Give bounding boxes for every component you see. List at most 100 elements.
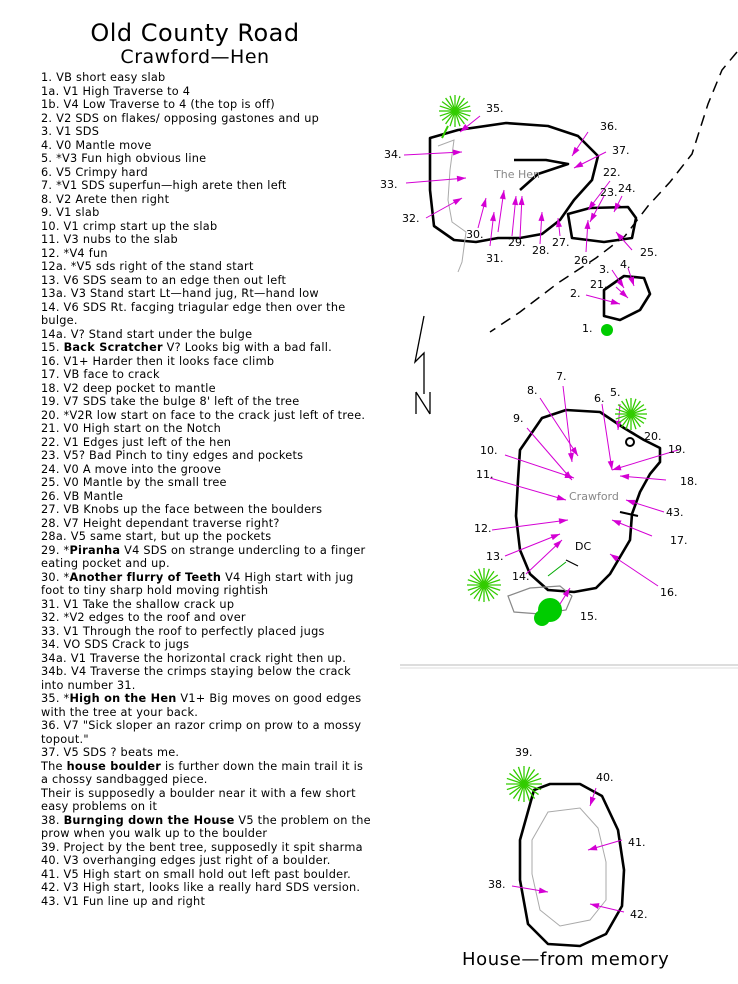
hen-name: The Hen [493,168,540,181]
problem-item: 7. *V1 SDS superfun—high arete then left [41,179,287,192]
route-arrow [615,403,622,431]
route-arrow [587,839,623,851]
problem-item: 32. *V2 edges to the roof and over [41,611,246,624]
route-arrow [562,385,574,463]
problem-item: 3. V1 SDS [41,125,100,138]
problem-item: 11. V3 nubs to the slab [41,233,178,246]
crawford-number: 10. [480,444,498,457]
route-arrow [497,189,506,233]
problem-item: 1. VB short easy slab [41,71,166,84]
crawford-number: 6. [594,392,605,405]
route-arrow [504,454,575,479]
crawford-number: 19. [668,443,686,456]
crawford-boulder [514,408,662,594]
problem-item: 25. V0 Mantle by the small tree [41,476,227,489]
crawford-small-boulder [507,585,573,626]
crawford-number: 14. [512,570,530,583]
hen-number: 27. [552,236,570,249]
problem-item: 9. V1 slab [41,206,100,219]
crawford-number: 20. [644,430,662,443]
tree-icon [615,398,647,430]
route-arrow [571,131,589,157]
route-arrow [405,175,467,184]
problem-item: 37. V5 SDS ? beats me. [41,746,180,759]
route-arrow [525,539,563,575]
problem-item: 34a. V1 Traverse the horizontal crack ri… [41,651,347,665]
route-arrow [511,885,549,894]
problem-item: 43. V1 Fun line up and right [41,894,206,908]
hen-number: 22. [603,166,621,179]
route-arrow [403,149,463,156]
route-arrow [489,477,567,501]
crawford-number: 7. [556,370,567,383]
problem-item: 30. *Another flurry of Teeth V4 High sta… [41,570,354,598]
problem-item: 14a. V? Stand start under the bulge [41,327,253,341]
problem-item: 5. *V3 Fun high obvious line [41,152,207,165]
problem-item: 35. *High on the Hen V1+ Big moves on go… [41,692,362,719]
route-arrow [584,219,591,253]
north-arrow [413,315,431,415]
problem-item: 34b. V4 Traverse the crimps staying belo… [41,665,351,692]
house-number: 42. [630,908,648,921]
tree-symbols [439,95,647,802]
hen-number: 3. [599,263,610,276]
problem-item: 18. V2 deep pocket to mantle [41,381,216,395]
hen-number: 24. [618,182,636,195]
map-title: Old County Road [90,19,300,47]
problem-item: 39. Project by the bent tree, supposedly… [41,840,363,854]
problem-item: 42. V3 High start, looks like a really h… [41,881,361,894]
problem-item: 1a. V1 High Traverse to 4 [41,84,191,98]
problem-item: 10. V1 crimp start up the slab [41,219,218,233]
crawford-route-arrows [489,385,679,605]
crawford-name: Crawford [569,490,619,503]
hen-number: 35. [486,102,504,115]
bush-1 [601,324,613,336]
map-subtitle: Crawford—Hen [120,46,270,68]
problem-item: 4. V0 Mantle move [41,138,152,152]
problem-item: 26. VB Mantle [41,489,124,503]
problem-item: 6. V5 Crimpy hard [41,165,148,179]
house-number: 39. [515,746,533,759]
hen-number: 29. [508,236,526,249]
route-arrow [504,533,561,557]
problem-item: 34. VO SDS Crack to jugs [41,638,190,651]
problem-item: 40. V3 overhanging edges just right of a… [41,854,331,867]
route-arrow [425,197,463,219]
house-number: 41. [628,836,646,849]
hen-number: 30. [466,228,484,241]
problem-item: 17. VB face to crack [41,368,160,381]
route-arrow [609,553,659,587]
route-arrow [587,180,611,211]
hen-number: 21. [590,278,608,291]
problem-item: 13a. V3 Stand start Lt—hand jug, Rt—hand… [41,287,319,300]
problem-item: 20. *V2R low start on face to the crack … [41,408,366,422]
house-number: 38. [488,878,506,891]
route-arrow [589,903,625,913]
problem-item: 19. V7 SDS take the bulge 8' left of the… [41,395,300,408]
route-arrow [611,269,625,289]
route-arrow [627,267,635,287]
problem-item: 22. V1 Edges just left of the hen [41,435,232,449]
problem-item: 31. V1 Take the shallow crack up [41,597,235,611]
crawford-number: 12. [474,522,492,535]
hen-number: 32. [402,212,420,225]
tree-trunk [441,125,449,139]
route-arrow [573,151,607,169]
lower-boulder [602,274,652,322]
main-trail [489,51,738,333]
problem-item: 1b. V4 Low Traverse to 4 (the top is off… [41,98,275,111]
crawford-number: 9. [513,412,524,425]
tree-icon [467,568,501,602]
route-arrow [491,518,569,531]
route-arrow [615,231,633,251]
problem-item: 36. V7 "Sick sloper an razor crimp on pr… [41,719,362,746]
house-boulder [518,782,626,948]
hen-boulder [428,121,600,273]
hen-number: 25. [640,246,658,259]
hen-number: 31. [486,252,504,265]
problem-item: 28. V7 Height dependant traverse right? [41,516,280,530]
route-arrow [615,286,629,299]
route-arrow [601,403,614,471]
hen-number: 2. [570,287,581,300]
